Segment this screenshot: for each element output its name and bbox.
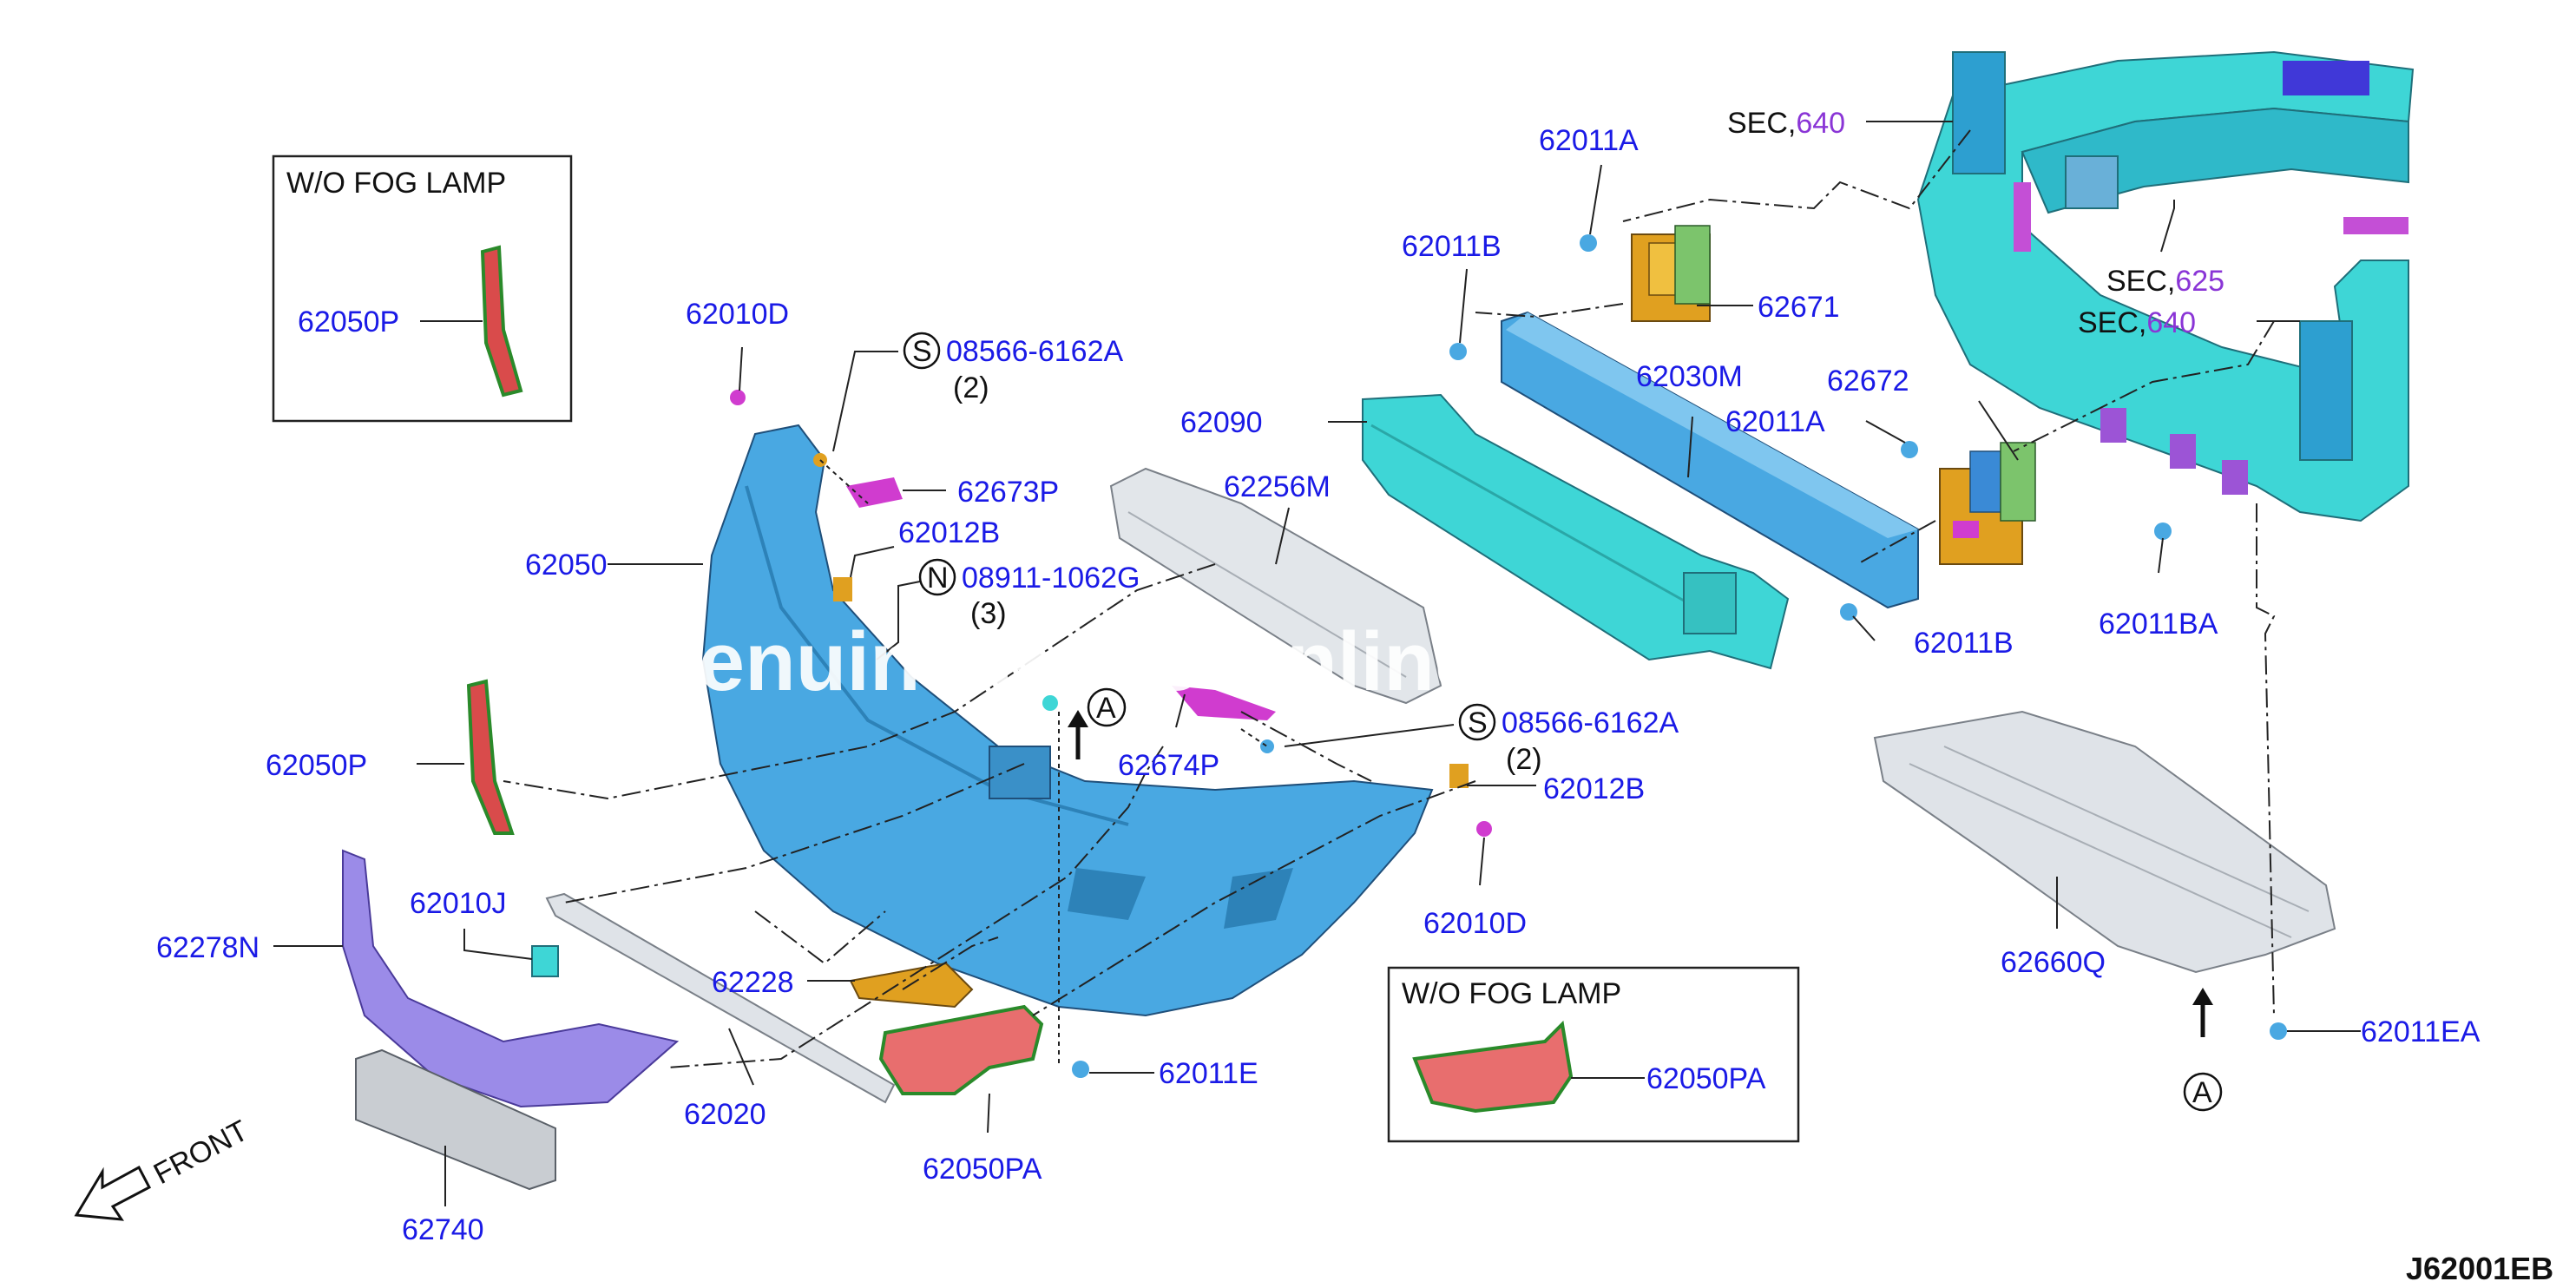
radiator-core-support bbox=[1916, 50, 2415, 522]
grille-surround-62278n bbox=[342, 849, 680, 1108]
callout-08911-1062g[interactable]: N 08911-1062G (3) bbox=[918, 558, 1140, 630]
callout-62011ba[interactable]: 62011BA bbox=[2099, 608, 2218, 641]
callouts: 62011A 62011B 62671 62030M 62672 62011A … bbox=[156, 124, 2481, 1246]
callout-62020[interactable]: 62020 bbox=[684, 1098, 766, 1131]
section-ref-640-middle[interactable]: SEC,640 bbox=[2078, 306, 2196, 339]
callout-62740[interactable]: 62740 bbox=[402, 1213, 484, 1246]
inset-lower-title: W/O FOG LAMP bbox=[1402, 977, 1621, 1010]
callout-62011a-top[interactable]: 62011A bbox=[1539, 124, 1639, 157]
callout-62672[interactable]: 62672 bbox=[1827, 365, 1909, 398]
callout-62050pa[interactable]: 62050PA bbox=[923, 1153, 1042, 1186]
callout-08566-6162a-lower[interactable]: S 08566-6162A (2) bbox=[1458, 703, 1679, 776]
bracket-62671 bbox=[1631, 225, 1711, 322]
callout-62278n[interactable]: 62278N bbox=[156, 931, 260, 964]
svg-text:A: A bbox=[2192, 1076, 2212, 1109]
callout-62010j[interactable]: 62010J bbox=[410, 887, 507, 920]
bumper-fascia-62050 bbox=[701, 424, 1434, 1017]
callout-62660q[interactable]: 62660Q bbox=[2001, 946, 2106, 979]
callout-62011b-top[interactable]: 62011B bbox=[1402, 230, 1502, 263]
callout-62050p[interactable]: 62050P bbox=[266, 749, 367, 782]
callout-62090[interactable]: 62090 bbox=[1180, 406, 1263, 439]
assembly-lines bbox=[503, 129, 2276, 1068]
callout-62010d-top[interactable]: 62010D bbox=[686, 298, 789, 331]
diagram-code: J62001EB bbox=[2406, 1251, 2553, 1286]
view-marker-a-upper: A bbox=[1068, 687, 1127, 759]
clip-62010j bbox=[531, 945, 559, 977]
marker-n: N bbox=[927, 562, 949, 595]
reinforcement-62030m bbox=[1501, 311, 1919, 609]
callout-62011ea[interactable]: 62011EA bbox=[2361, 1015, 2481, 1048]
callout-62010d-lower[interactable]: 62010D bbox=[1423, 907, 1527, 940]
callout-08566-6162a-top[interactable]: S 08566-6162A (2) bbox=[903, 332, 1124, 404]
bracket-62012b-right bbox=[1449, 764, 1469, 788]
clip-62674p bbox=[1172, 686, 1276, 720]
section-ref-640-top[interactable]: SEC,640 bbox=[1727, 107, 1845, 140]
inset-upper-part: 62050P bbox=[298, 306, 399, 338]
callout-62011b-lower[interactable]: 62011B bbox=[1914, 627, 2014, 660]
fog-cover-62050pa-inset bbox=[1412, 1020, 1574, 1114]
inset-lower-part: 62050PA bbox=[1646, 1062, 1766, 1095]
svg-text:(2): (2) bbox=[953, 371, 989, 404]
callout-62671[interactable]: 62671 bbox=[1758, 291, 1840, 324]
callout-62256m[interactable]: 62256M bbox=[1224, 470, 1331, 503]
marker-s: S bbox=[912, 335, 932, 368]
inset-upper: W/O FOG LAMP 62050P bbox=[272, 154, 573, 423]
marker-s: S bbox=[1468, 706, 1488, 739]
license-bracket-62740 bbox=[355, 1048, 556, 1191]
svg-text:08911-1062G: 08911-1062G bbox=[962, 562, 1140, 595]
inset-lower: W/O FOG LAMP 62050PA bbox=[1387, 966, 1800, 1143]
callout-62012b-top[interactable]: 62012B bbox=[898, 516, 1000, 549]
front-direction-indicator: FRONT bbox=[74, 1114, 253, 1221]
callout-62011e[interactable]: 62011E bbox=[1159, 1057, 1258, 1090]
lower-cover-62228 bbox=[849, 962, 974, 1009]
fog-cover-62050pa bbox=[878, 1004, 1044, 1095]
callout-62050[interactable]: 62050 bbox=[525, 549, 608, 582]
bracket-62672 bbox=[1939, 442, 2036, 565]
svg-text:A: A bbox=[1096, 692, 1116, 725]
fog-cover-62050p bbox=[466, 679, 515, 835]
svg-text:(2): (2) bbox=[1506, 743, 1542, 776]
shield-62256m bbox=[1109, 467, 1442, 705]
watermark: Genuine Parts Online bbox=[634, 615, 1481, 708]
callout-62674p[interactable]: 62674P bbox=[1118, 749, 1219, 782]
callout-62012b-lower[interactable]: 62012B bbox=[1543, 772, 1645, 805]
leader-lines bbox=[273, 121, 2361, 1206]
callout-62030m[interactable]: 62030M bbox=[1636, 360, 1743, 393]
svg-text:08566-6162A: 08566-6162A bbox=[1502, 706, 1679, 739]
callout-62011a-middle[interactable]: 62011A bbox=[1725, 405, 1825, 438]
callout-62673p[interactable]: 62673P bbox=[957, 476, 1059, 509]
clip-62673p bbox=[846, 477, 903, 508]
front-arrow-icon bbox=[74, 1165, 152, 1221]
view-marker-a-lower: A bbox=[2183, 988, 2223, 1112]
under-cover-62660q bbox=[1873, 710, 2336, 974]
section-ref-625[interactable]: SEC,625 bbox=[2106, 265, 2224, 298]
callout-62228[interactable]: 62228 bbox=[712, 966, 794, 999]
grille-62020 bbox=[545, 892, 896, 1104]
energy-absorber-62090 bbox=[1362, 393, 1790, 670]
fog-cover-62050p-inset bbox=[480, 245, 523, 398]
inset-upper-title: W/O FOG LAMP bbox=[286, 167, 506, 200]
bracket-62012b-left bbox=[833, 577, 852, 601]
front-label: FRONT bbox=[148, 1114, 253, 1192]
svg-text:(3): (3) bbox=[970, 597, 1007, 630]
svg-text:08566-6162A: 08566-6162A bbox=[946, 335, 1124, 368]
